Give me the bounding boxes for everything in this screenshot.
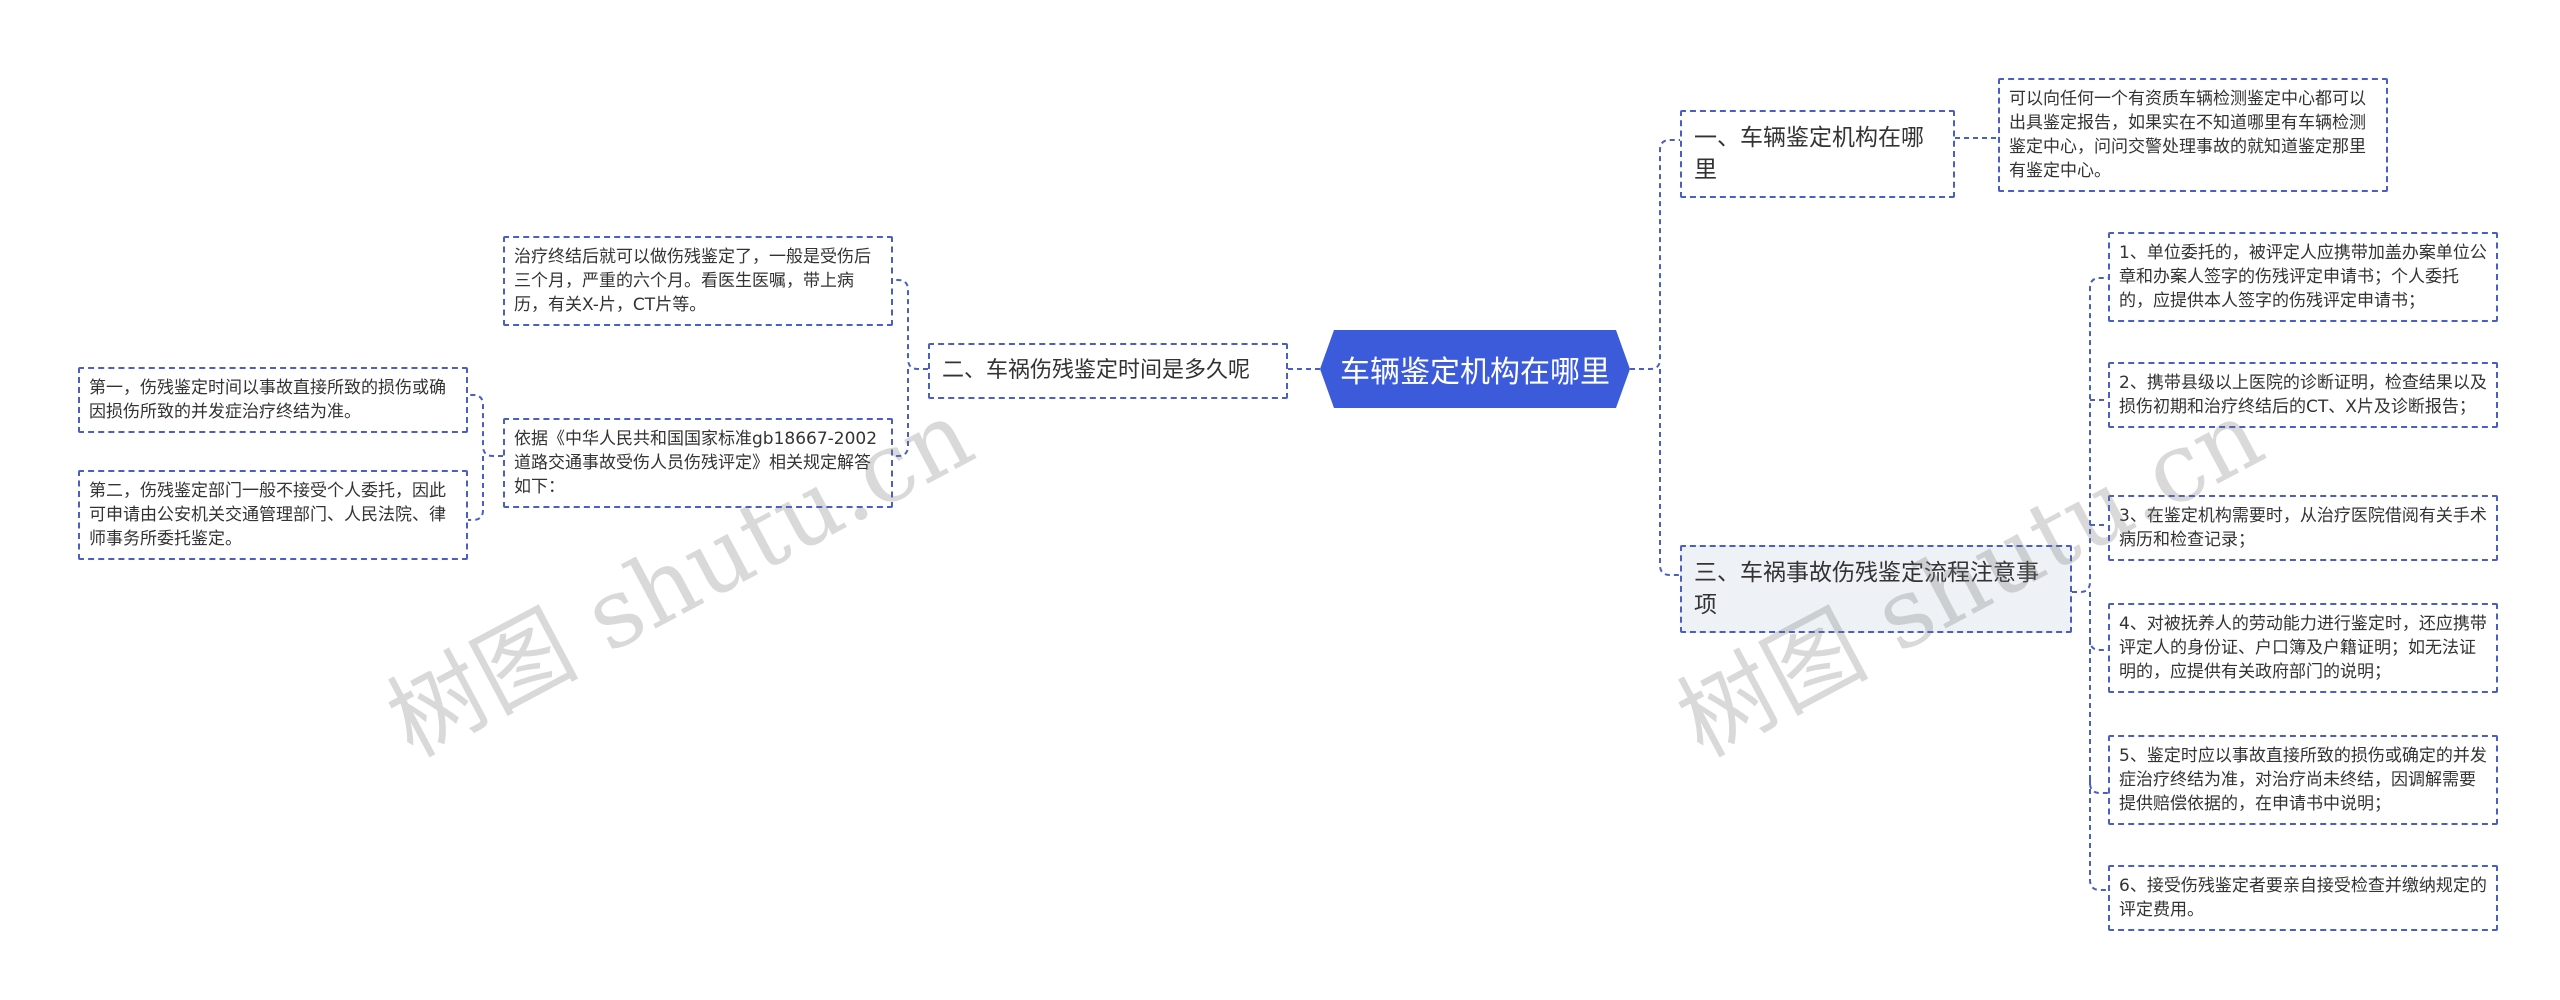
branch-node-2[interactable]: 二、车祸伤残鉴定时间是多久呢 <box>928 343 1288 399</box>
leaf-node-b3-3[interactable]: 3、在鉴定机构需要时，从治疗医院借阅有关手术病历和检查记录； <box>2108 495 2498 561</box>
leaf-node-b3-1[interactable]: 1、单位委托的，被评定人应携带加盖办案单位公章和办案人签字的伤残评定申请书；个人… <box>2108 232 2498 322</box>
leaf-text: 第二，伤残鉴定部门一般不接受个人委托，因此可申请由公安机关交通管理部门、人民法院… <box>89 481 446 549</box>
leaf-node-b3-5[interactable]: 5、鉴定时应以事故直接所致的损伤或确定的并发症治疗终结为准，对治疗尚未终结，因调… <box>2108 735 2498 825</box>
branch-node-1[interactable]: 一、车辆鉴定机构在哪里 <box>1680 110 1955 198</box>
branch-node-3[interactable]: 三、车祸事故伤残鉴定流程注意事项 <box>1680 545 2072 633</box>
leaf-text: 6、接受伤残鉴定者要亲自接受检查并缴纳规定的评定费用。 <box>2119 876 2487 920</box>
leaf-node-b3-2[interactable]: 2、携带县级以上医院的诊断证明，检查结果以及损伤初期和治疗终结后的CT、X片及诊… <box>2108 362 2498 428</box>
leaf-text: 第一，伤残鉴定时间以事故直接所致的损伤或确因损伤所致的并发症治疗终结为准。 <box>89 378 446 422</box>
leaf-text: 1、单位委托的，被评定人应携带加盖办案单位公章和办案人签字的伤残评定申请书；个人… <box>2119 243 2487 311</box>
leaf-node-b2-1[interactable]: 治疗终结后就可以做伤残鉴定了，一般是受伤后三个月，严重的六个月。看医生医嘱，带上… <box>503 236 893 326</box>
branch-label-3: 三、车祸事故伤残鉴定流程注意事项 <box>1694 560 2039 618</box>
leaf-text: 可以向任何一个有资质车辆检测鉴定中心都可以出具鉴定报告，如果实在不知道哪里有车辆… <box>2009 89 2366 181</box>
root-node[interactable]: 车辆鉴定机构在哪里 <box>1320 330 1630 408</box>
leaf-node-b2-2-1[interactable]: 第一，伤残鉴定时间以事故直接所致的损伤或确因损伤所致的并发症治疗终结为准。 <box>78 367 468 433</box>
leaf-text: 治疗终结后就可以做伤残鉴定了，一般是受伤后三个月，严重的六个月。看医生医嘱，带上… <box>514 247 871 315</box>
leaf-text: 依据《中华人民共和国国家标准gb18667-2002道路交通事故受伤人员伤残评定… <box>514 429 878 497</box>
leaf-node-b2-2-2[interactable]: 第二，伤残鉴定部门一般不接受个人委托，因此可申请由公安机关交通管理部门、人民法院… <box>78 470 468 560</box>
leaf-node-b1-1[interactable]: 可以向任何一个有资质车辆检测鉴定中心都可以出具鉴定报告，如果实在不知道哪里有车辆… <box>1998 78 2388 192</box>
branch-label-2: 二、车祸伤残鉴定时间是多久呢 <box>942 358 1251 383</box>
leaf-text: 3、在鉴定机构需要时，从治疗医院借阅有关手术病历和检查记录； <box>2119 506 2487 550</box>
leaf-text: 4、对被抚养人的劳动能力进行鉴定时，还应携带评定人的身份证、户口簿及户籍证明；如… <box>2119 614 2487 682</box>
branch-label-1: 一、车辆鉴定机构在哪里 <box>1694 125 1924 183</box>
leaf-text: 2、携带县级以上医院的诊断证明，检查结果以及损伤初期和治疗终结后的CT、X片及诊… <box>2119 373 2487 417</box>
root-shape <box>1320 330 1630 408</box>
leaf-node-b2-2[interactable]: 依据《中华人民共和国国家标准gb18667-2002道路交通事故受伤人员伤残评定… <box>503 418 893 508</box>
root-label: 车辆鉴定机构在哪里 <box>1340 355 1610 390</box>
leaf-node-b3-6[interactable]: 6、接受伤残鉴定者要亲自接受检查并缴纳规定的评定费用。 <box>2108 865 2498 931</box>
leaf-node-b3-4[interactable]: 4、对被抚养人的劳动能力进行鉴定时，还应携带评定人的身份证、户口簿及户籍证明；如… <box>2108 603 2498 693</box>
leaf-text: 5、鉴定时应以事故直接所致的损伤或确定的并发症治疗终结为准，对治疗尚未终结，因调… <box>2119 746 2487 814</box>
